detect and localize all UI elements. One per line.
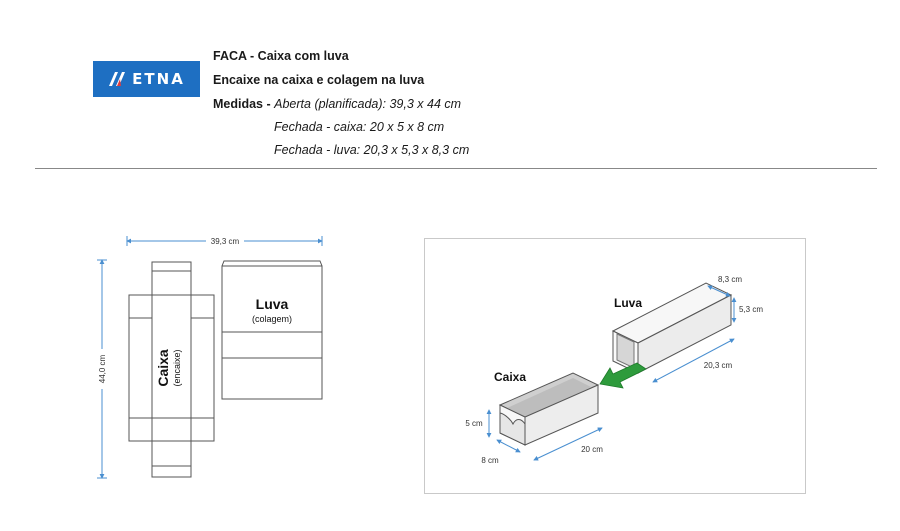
- measures-open: Aberta (planificada): 39,3 x 44 cm: [274, 97, 462, 111]
- insert-arrow-icon: [599, 362, 647, 389]
- dieline-width-label: 39,3 cm: [211, 237, 240, 246]
- dieline-height-label: 44,0 cm: [98, 354, 107, 383]
- header-divider: [35, 168, 877, 169]
- sleeve-length-label: 20,3 cm: [704, 361, 733, 370]
- header-title: FACA - Caixa com luva: [213, 49, 349, 63]
- sleeve-dieline-sublabel: (colagem): [252, 314, 292, 324]
- logo-text: ETNA: [132, 70, 185, 88]
- box-3d-label: Caixa: [494, 370, 526, 384]
- measures-closed-box: Fechada - caixa: 20 x 5 x 8 cm: [274, 120, 445, 134]
- box-height-label: 5 cm: [465, 419, 483, 428]
- sleeve-width-label: 8,3 cm: [718, 275, 742, 284]
- sleeve-dieline-label: Luva: [256, 296, 289, 312]
- measures-label: Medidas -: [213, 97, 271, 111]
- box-length-label: 20 cm: [581, 445, 603, 454]
- etna-logo-mark-icon: [109, 72, 126, 86]
- box-dieline: [128, 261, 215, 478]
- sleeve-dieline: [221, 260, 323, 400]
- header-subtitle: Encaixe na caixa e colagem na luva: [213, 73, 425, 87]
- box-width-dimension: [496, 439, 521, 453]
- etna-logo: ETNA: [93, 61, 200, 97]
- box-dieline-sublabel: (encaixe): [172, 349, 182, 386]
- box-width-label: 8 cm: [481, 456, 499, 465]
- sleeve-3d-label: Luva: [614, 296, 642, 310]
- header-measures: Medidas - Aberta (planificada): 39,3 x 4…: [213, 97, 461, 111]
- measures-closed-sleeve: Fechada - luva: 20,3 x 5,3 x 8,3 cm: [274, 143, 470, 157]
- sleeve-height-label: 5,3 cm: [739, 305, 763, 314]
- sleeve-width-dimension: [707, 285, 731, 297]
- box-dieline-label: Caixa: [155, 349, 171, 387]
- box-length-dimension: [533, 427, 603, 461]
- illustration-panel: [424, 238, 806, 494]
- dieline: [97, 236, 323, 479]
- sleeve-length-dimension: [652, 338, 735, 383]
